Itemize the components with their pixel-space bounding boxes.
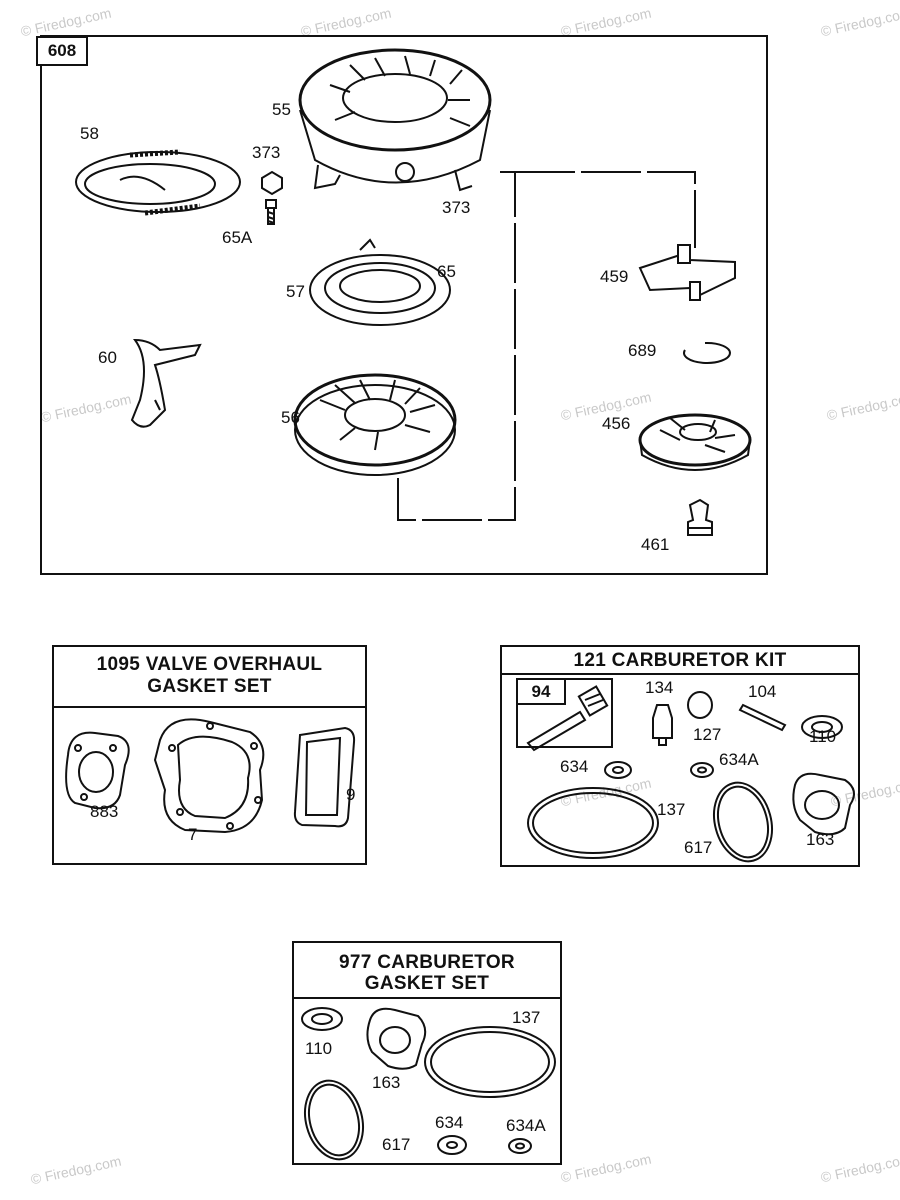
- washer-part: [437, 1135, 467, 1155]
- callout-137: 137: [657, 800, 686, 819]
- bowl-gasket-part: [424, 1026, 556, 1098]
- callout-634: 634: [560, 757, 589, 776]
- rewind-spring-part: [309, 238, 451, 326]
- callout-104: 104: [748, 682, 777, 701]
- screw-part: [265, 199, 277, 225]
- washer-part: [690, 762, 714, 778]
- starter-rope-part: [75, 149, 241, 216]
- callout-9: 9: [346, 785, 356, 804]
- seal-part: [301, 1007, 343, 1031]
- starter-pulley-part: [293, 373, 457, 476]
- kit-1095-title-line2: GASKET SET: [147, 676, 272, 697]
- subkit-94-id-box: 94: [516, 678, 566, 705]
- starter-handle-part: [130, 338, 202, 428]
- assembly-connector-line: [397, 171, 696, 521]
- retainer-ring-part: [682, 341, 731, 364]
- callout-57: 57: [286, 282, 305, 301]
- kit-121-title-area: [500, 645, 860, 675]
- washer-part: [604, 761, 632, 779]
- carburetor-gasket-part: [792, 772, 855, 836]
- callout-65: 65: [437, 262, 456, 281]
- kit-121-panel: [500, 645, 860, 867]
- callout-127: 127: [693, 725, 722, 744]
- bowl-gasket-part: [527, 787, 659, 859]
- exhaust-gasket-part: [65, 731, 130, 810]
- callout-617: 617: [382, 1135, 411, 1154]
- washer-part: [508, 1138, 532, 1154]
- ratchet-part: [638, 244, 736, 301]
- callout-634: 634: [435, 1113, 464, 1132]
- float-needle-part: [652, 704, 673, 746]
- kit-121-drawings: [526, 685, 855, 863]
- main-parts-panel: [40, 35, 768, 575]
- kit-1095-title-area: [52, 645, 367, 708]
- callout-617: 617: [684, 838, 713, 857]
- seal-part: [801, 715, 843, 739]
- nut-part: [261, 170, 283, 196]
- callout-163: 163: [372, 1073, 401, 1092]
- kit-977-title-line2: GASKET SET: [364, 973, 490, 994]
- callout-459: 459: [600, 267, 629, 286]
- kit-1095-drawings: [65, 718, 356, 834]
- callout-7: 7: [188, 825, 198, 844]
- callout-58: 58: [80, 124, 99, 143]
- callout-65a: 65A: [222, 228, 253, 247]
- starter-cup-part: [638, 413, 752, 471]
- callout-56: 56: [281, 408, 300, 427]
- callout-373: 373: [252, 143, 281, 162]
- kit-977-title-line1: 977 CARBURETOR: [339, 952, 515, 973]
- kit-1095-title-line1: 1095 VALVE OVERHAUL: [96, 654, 323, 675]
- o-ring-part: [304, 1079, 364, 1161]
- callout-137: 137: [512, 1008, 541, 1027]
- kit-977-title-area: [292, 941, 562, 999]
- callout-634a: 634A: [719, 750, 759, 769]
- callout-55: 55: [272, 100, 291, 119]
- callout-163: 163: [806, 830, 835, 849]
- callout-883: 883: [90, 802, 119, 821]
- starter-housing-part: [298, 48, 492, 192]
- kit-121-title: 121 CARBURETOR KIT: [573, 650, 787, 671]
- stud-part: [687, 498, 713, 536]
- panel-id-label: 608: [47, 41, 77, 60]
- callout-373: 373: [442, 198, 471, 217]
- callout-461: 461: [641, 535, 670, 554]
- callout-134: 134: [645, 678, 674, 697]
- callout-110: 110: [809, 727, 837, 746]
- o-ring-part: [713, 781, 773, 863]
- kit-977-panel: [292, 941, 562, 1165]
- carburetor-gasket-part: [366, 1007, 427, 1070]
- panel-id-box: 608: [36, 36, 88, 66]
- callout-110: 110: [305, 1039, 333, 1058]
- subkit-94-label: 94: [531, 682, 551, 701]
- kit-1095-panel: [52, 645, 367, 865]
- kit-977-drawings: [301, 1007, 556, 1161]
- callout-456: 456: [602, 414, 631, 433]
- callout-689: 689: [628, 341, 657, 360]
- welch-plug-part: [687, 691, 713, 719]
- callout-634a: 634A: [506, 1116, 546, 1135]
- valve-cover-gasket-part: [293, 726, 356, 828]
- pin-part: [738, 703, 787, 732]
- callout-60: 60: [98, 348, 117, 367]
